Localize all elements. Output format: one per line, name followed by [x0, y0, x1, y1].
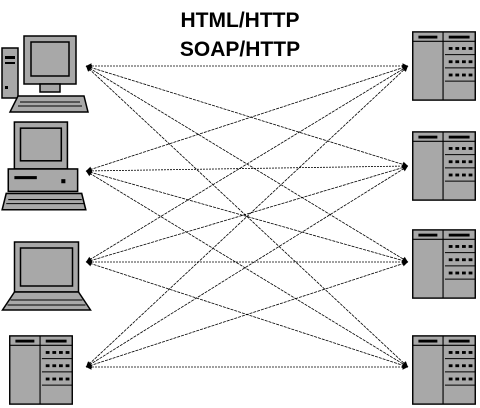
connection-line: [85, 163, 409, 174]
server-icon: [412, 31, 476, 101]
server-icon: [412, 335, 476, 405]
connection-line: [85, 65, 409, 172]
connection-line: [85, 261, 409, 368]
connection-line: [85, 164, 409, 264]
desktop-computer-icon: [1, 35, 89, 113]
server-icon: [412, 229, 476, 299]
server-icon: [8, 335, 74, 405]
title-line-1: HTML/HTTP: [181, 9, 300, 32]
connection-lines: [85, 63, 409, 370]
connection-line: [85, 165, 409, 368]
connection-line: [85, 64, 409, 168]
server-icon: [412, 131, 476, 201]
connection-line: [85, 170, 409, 368]
title-line-2: SOAP/HTTP: [180, 38, 300, 61]
laptop-icon: [1, 241, 92, 311]
desktop-computer-icon: [1, 121, 87, 211]
